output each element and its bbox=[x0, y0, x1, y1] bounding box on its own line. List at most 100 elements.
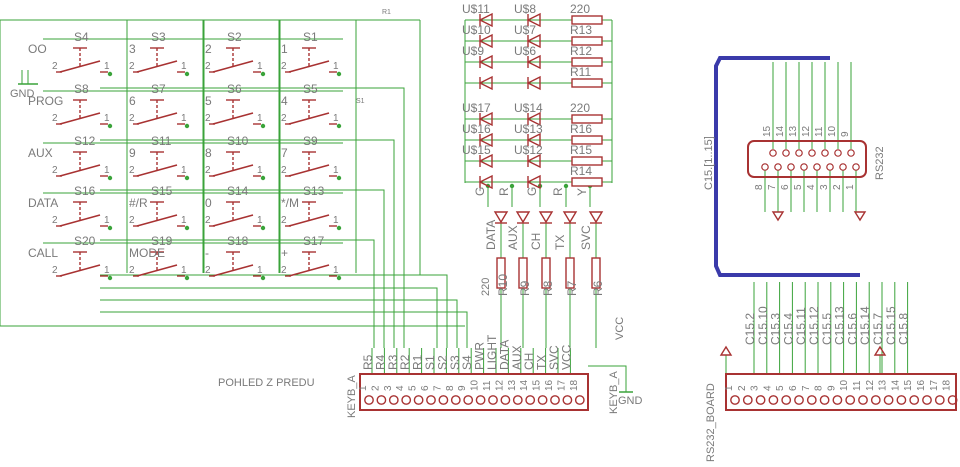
key-label: 0 bbox=[205, 196, 212, 210]
key-label: + bbox=[281, 246, 288, 260]
dsub-pin bbox=[821, 149, 829, 157]
keyb-pin-number: 2 bbox=[370, 385, 381, 391]
keyb-gnd-wire bbox=[588, 365, 627, 392]
keyb-pin-number: 9 bbox=[457, 385, 468, 391]
color-label: R bbox=[551, 187, 565, 196]
key-label: 2 bbox=[205, 42, 212, 56]
board-pad bbox=[730, 395, 740, 405]
bus-label: C15.[1..15] bbox=[703, 136, 715, 190]
dsub-pin-number: 15 bbox=[762, 125, 773, 137]
pin-number: 1 bbox=[181, 265, 187, 276]
led-diode bbox=[478, 111, 493, 127]
pin-number: 2 bbox=[129, 61, 135, 72]
pin-number: 2 bbox=[129, 165, 135, 176]
switch-s13 bbox=[285, 201, 337, 227]
color-label: Y bbox=[575, 188, 589, 196]
pin-number: 1 bbox=[333, 113, 339, 124]
key-label: 3 bbox=[129, 42, 136, 56]
led-resistor bbox=[571, 57, 603, 67]
pin-number: 2 bbox=[205, 113, 211, 124]
board-pin-number: 15 bbox=[903, 379, 914, 391]
board-pad bbox=[806, 395, 817, 405]
pin-number: 1 bbox=[181, 113, 187, 124]
led-left-name: U$17 bbox=[462, 101, 491, 115]
key-label: 7 bbox=[281, 146, 288, 160]
pin-number: 1 bbox=[257, 61, 263, 72]
pin-number: 2 bbox=[52, 113, 58, 124]
junction-dot bbox=[184, 275, 190, 281]
indicator-label: CH bbox=[529, 233, 543, 250]
dsub-pin-number: 14 bbox=[775, 125, 786, 137]
board-pin-number: 10 bbox=[839, 379, 850, 391]
pin-number: 2 bbox=[281, 215, 287, 226]
junction-dot bbox=[107, 175, 113, 181]
switch-s4 bbox=[56, 47, 108, 73]
dsub-pin bbox=[852, 163, 860, 171]
switch-s16 bbox=[56, 201, 108, 227]
junction-dot bbox=[107, 225, 113, 231]
switch-lever bbox=[59, 214, 101, 227]
keyb-signal: R3 bbox=[386, 354, 400, 370]
junction-dot bbox=[107, 275, 113, 281]
keyb-pad bbox=[475, 395, 486, 405]
indicator-label: AUX bbox=[506, 225, 520, 250]
res-left-label: 220 bbox=[480, 278, 492, 296]
dsub-pin bbox=[847, 149, 855, 157]
pin-number: 2 bbox=[52, 265, 58, 276]
pin-number: 2 bbox=[205, 61, 211, 72]
board-pad bbox=[883, 395, 894, 405]
keyb-signal: R2 bbox=[398, 354, 412, 370]
switch-name: S2 bbox=[227, 30, 242, 44]
junction-dot bbox=[260, 175, 266, 181]
switch-s11 bbox=[133, 151, 185, 177]
board-pad bbox=[858, 395, 868, 405]
switch-lever bbox=[288, 264, 330, 277]
key-label: MODE bbox=[129, 246, 165, 260]
switch-lever bbox=[212, 112, 254, 125]
keyb-signal: CH bbox=[522, 353, 536, 370]
keyb-connector-body bbox=[359, 373, 589, 411]
s1-label: S1 bbox=[356, 98, 365, 105]
led-resistor bbox=[571, 114, 603, 124]
led-resistor bbox=[571, 135, 603, 145]
dsub-pin bbox=[769, 149, 777, 157]
switch-lever bbox=[136, 60, 178, 73]
keyb-pad bbox=[438, 395, 449, 405]
keyb-signal: LIGHT bbox=[485, 334, 499, 370]
board-pin-number: 3 bbox=[750, 385, 761, 391]
switch-name: S5 bbox=[303, 82, 318, 96]
indicator-res: R10 bbox=[496, 274, 510, 296]
wires bbox=[0, 19, 909, 393]
led-diode bbox=[478, 54, 493, 70]
dsub-pin bbox=[826, 163, 834, 171]
led-res-name: R12 bbox=[570, 44, 592, 58]
keyb-pin-number: 17 bbox=[556, 379, 567, 391]
rs232-bus bbox=[714, 56, 860, 277]
board-pin-number: 12 bbox=[865, 379, 876, 391]
keyb-signal: AUX bbox=[510, 345, 524, 370]
led-diode bbox=[526, 33, 541, 49]
indicator-resistor bbox=[518, 257, 528, 289]
led-left-name: U$9 bbox=[462, 44, 484, 58]
switch-name: S19 bbox=[151, 234, 173, 248]
key-label: 4 bbox=[281, 94, 288, 108]
key-label: OO bbox=[28, 42, 47, 56]
dsub-pin-number: 8 bbox=[754, 184, 765, 190]
key-label: 9 bbox=[129, 146, 136, 160]
pin-number: 1 bbox=[181, 215, 187, 226]
indicator-resistor bbox=[591, 257, 601, 289]
board-pin-number: 1 bbox=[724, 385, 735, 391]
led-left-name: U$16 bbox=[462, 122, 491, 136]
fan-wire bbox=[100, 87, 405, 348]
board-signal: C15.10 bbox=[756, 306, 770, 345]
keyb-pad bbox=[562, 395, 573, 405]
board-signal: C15.15 bbox=[884, 306, 898, 345]
keyb-pad bbox=[488, 395, 498, 405]
junction-dot bbox=[260, 123, 266, 129]
board-pad bbox=[934, 395, 945, 405]
r1-label: R1 bbox=[382, 9, 391, 16]
dsub-pin-number: 11 bbox=[814, 126, 825, 137]
board-signal: C15.14 bbox=[858, 306, 872, 345]
pin-number: 2 bbox=[281, 113, 287, 124]
